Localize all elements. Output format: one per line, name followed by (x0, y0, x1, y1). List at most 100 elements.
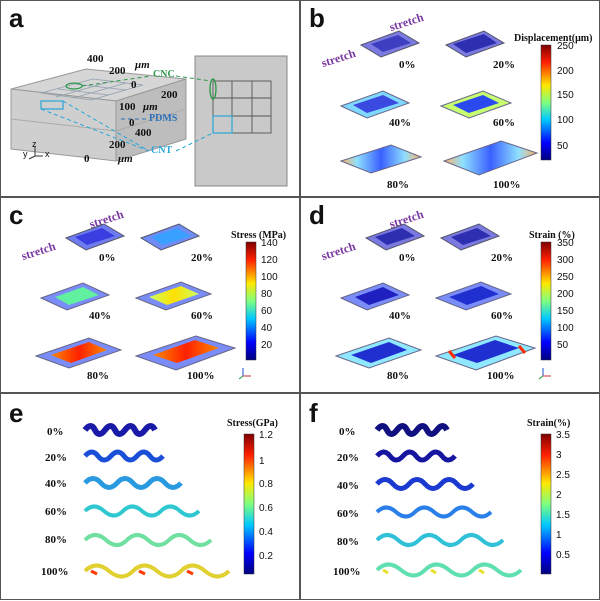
tick-f-6: 0.5 (556, 550, 570, 561)
dim-unit-1: μm (135, 59, 150, 71)
tick-c-6: 20 (261, 340, 273, 351)
tick-b-3: 100 (557, 115, 574, 126)
tick-d-6: 50 (557, 340, 569, 351)
colorbar-title-c: Stress (MPa) (231, 230, 287, 241)
tick-f-5: 1 (556, 530, 562, 541)
callout-pdms: PDMS (149, 113, 178, 124)
tick-b-0: 250 (557, 41, 574, 52)
level-e-2: 40% (45, 478, 67, 490)
axis-x-label: x (45, 149, 50, 159)
tick-e-3: 0.6 (259, 503, 273, 514)
tick-c-0: 140 (261, 238, 278, 249)
tick-b-2: 150 (557, 90, 574, 101)
helix-set-f (374, 423, 523, 578)
panel-c: c stretch stretch 0% 20% 40% 60% 80% 100… (0, 197, 300, 393)
tick-f-1: 3 (556, 450, 562, 461)
panel-label-a: a (9, 3, 24, 33)
dim-100: 100 (119, 101, 136, 113)
level-f-2: 40% (337, 480, 359, 492)
dim-unit-3: μm (118, 153, 133, 165)
colorbar-title-f: Strain(%) (527, 418, 571, 429)
level-d-1: 20% (491, 252, 513, 264)
strain-sheets (334, 223, 537, 371)
dim-unit-2: μm (143, 101, 158, 113)
level-e-5: 100% (41, 566, 69, 578)
tick-d-1: 300 (557, 255, 574, 266)
level-b-1: 20% (493, 59, 515, 71)
level-d-2: 40% (389, 310, 411, 322)
tick-e-0: 1.2 (259, 430, 273, 441)
dim-0c: 0 (84, 153, 90, 165)
panel-d: d stretch stretch 0% 20% 40% 60% 80% 100… (300, 197, 600, 393)
tick-d-0: 350 (557, 238, 574, 249)
tick-e-1: 1 (259, 456, 265, 467)
tick-c-2: 100 (261, 272, 278, 283)
level-b-3: 60% (493, 117, 515, 129)
level-e-4: 80% (45, 534, 67, 546)
axis-y-label: y (23, 149, 28, 159)
level-d-4: 80% (387, 370, 409, 382)
colorbar-b (540, 44, 552, 161)
tick-d-2: 250 (557, 272, 574, 283)
tick-b-4: 50 (557, 141, 569, 152)
tick-d-4: 150 (557, 306, 574, 317)
axis-z-label: z (32, 139, 37, 149)
level-f-3: 60% (337, 508, 359, 520)
dim-0b: 0 (129, 117, 135, 129)
colorbar-title-d: Strain (%) (529, 230, 575, 241)
tick-f-3: 2 (556, 490, 562, 501)
tick-d-3: 200 (557, 289, 574, 300)
tick-d-5: 100 (557, 323, 574, 334)
panel-label-c: c (9, 200, 24, 230)
tick-f-2: 2.5 (556, 470, 570, 481)
panel-label-e: e (9, 398, 24, 428)
panel-e: e 0% 20% 40% 60% 80% 100% Stress(GPa) 1.… (0, 393, 300, 600)
panel-label-d: d (309, 200, 325, 230)
tick-c-3: 80 (261, 289, 273, 300)
displacement-sheets (339, 30, 539, 176)
dim-400: 400 (87, 53, 104, 65)
level-b-4: 80% (387, 179, 409, 191)
dim-200: 200 (109, 65, 126, 77)
level-c-1: 20% (191, 252, 213, 264)
tick-e-4: 0.4 (259, 527, 273, 538)
dim-200c: 200 (109, 139, 126, 151)
tick-c-5: 40 (261, 323, 273, 334)
level-c-5: 100% (187, 370, 215, 382)
level-d-3: 60% (491, 310, 513, 322)
tick-c-4: 60 (261, 306, 273, 317)
triad-d (538, 368, 551, 380)
level-f-4: 80% (337, 536, 359, 548)
level-e-1: 20% (45, 452, 67, 464)
colorbar-f (540, 433, 552, 575)
colorbar-c (245, 241, 257, 361)
triad-c (238, 368, 251, 380)
panel-a: a (0, 0, 300, 197)
level-d-5: 100% (487, 370, 515, 382)
callout-cnt: CNT (151, 145, 173, 156)
colorbar-e (243, 433, 255, 575)
helix-set-e (82, 423, 231, 579)
level-c-0: 0% (99, 252, 116, 264)
level-b-0: 0% (399, 59, 416, 71)
level-c-3: 60% (191, 310, 213, 322)
level-b-2: 40% (389, 117, 411, 129)
dim-0: 0 (131, 79, 137, 91)
panel-label-f: f (309, 398, 318, 428)
level-d-0: 0% (399, 252, 416, 264)
level-e-3: 60% (45, 506, 67, 518)
tick-f-0: 3.5 (556, 430, 570, 441)
tick-b-1: 200 (557, 66, 574, 77)
level-b-5: 100% (493, 179, 521, 191)
colorbar-d (540, 241, 552, 361)
stress-sheets (34, 223, 237, 371)
level-c-2: 40% (89, 310, 111, 322)
panel-f: f 0% 20% 40% 60% 80% 100% Strain(%) 3.5 … (300, 393, 600, 600)
tick-e-5: 0.2 (259, 551, 273, 562)
dim-400c: 400 (135, 127, 152, 139)
level-f-5: 100% (333, 566, 361, 578)
level-e-0: 0% (47, 426, 64, 438)
dim-200b: 200 (161, 89, 178, 101)
layered-block-diagram (10, 55, 288, 187)
tick-c-1: 120 (261, 255, 278, 266)
